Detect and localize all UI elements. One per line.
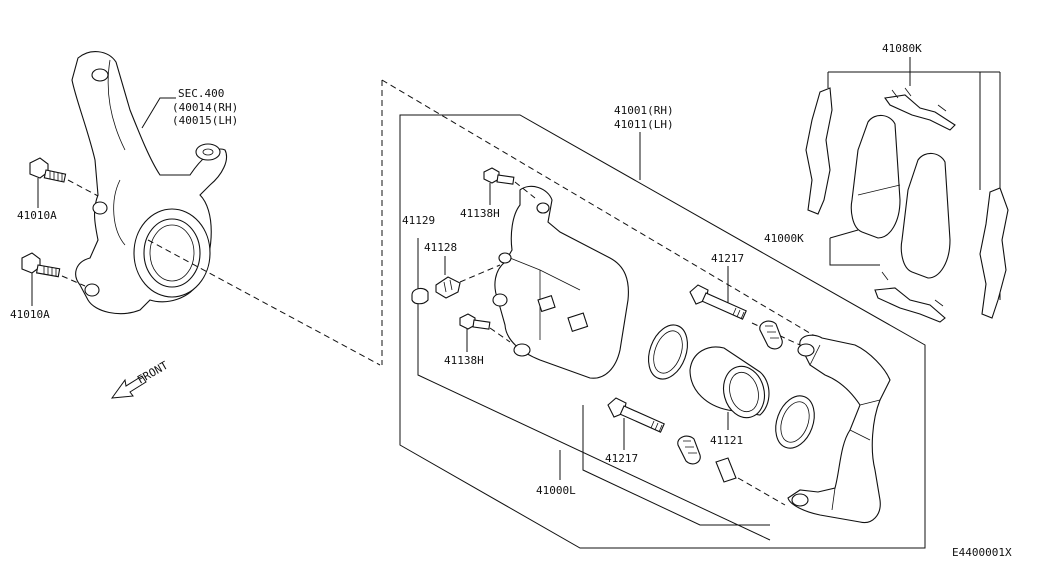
piston [689,346,770,419]
caliper-body [492,185,629,379]
bolt-lower-label: 41010A [10,308,50,321]
bolt-41010a-lower [21,252,61,278]
guide-pin-top [689,284,747,320]
sec-title-label: SEC.400 [178,87,224,100]
front-label: FRONT [135,359,171,387]
bleeder-screw [435,276,461,299]
pin-boot-bottom [677,435,701,465]
assembly-dashed-diag [381,79,831,346]
bleeder-guide [459,264,501,283]
caliper-bracket [787,334,891,524]
pad-clip-lower [874,271,946,323]
brake-pad-inner [850,114,901,239]
pin-boot-top [759,320,783,350]
diagram-code: E4400001X [952,546,1012,559]
bolt-41138h-top-guide [514,181,536,199]
knuckle-to-assembly-guide [147,239,381,366]
bolt-41138h-bottom-guide [489,327,511,343]
front-arrow-icon [110,375,147,399]
pad-clip-upper [884,87,956,131]
bolt-upper-label: 41010A [17,209,57,222]
pad-kit-label: 41080K [882,42,922,55]
pin-top-label: 41217 [711,252,744,265]
sleeve-guide [737,477,786,506]
caliper-lh-label: 41011(LH) [614,118,674,131]
pads-leader-pad [829,229,859,239]
bolt-41010a-upper [29,157,67,183]
piston-seal-left [648,324,688,380]
bolt-41138h-top [483,167,515,185]
sec-lh-label: (40015(LH) [172,114,238,127]
assembly-label: 41000L [536,484,576,497]
caliper-group-outline [417,238,771,541]
sec-rh-label: (40014(RH) [172,101,238,114]
piston-group-outline [582,405,770,526]
pin-bottom-label: 41217 [605,452,638,465]
brake-pad-outer [900,152,951,279]
pin-sleeve [715,457,737,483]
bleeder-cap [411,287,429,305]
guide-pin-bottom [607,397,665,433]
bolt-41138h-bottom-label: 41138H [444,354,484,367]
pads-label-leader [829,238,880,266]
steering-knuckle [71,51,228,315]
pin-top-guide [751,322,801,346]
piston-boot-right [775,395,815,449]
bolt-upper-guide [67,179,99,197]
pads-label: 41000K [764,232,804,245]
bleeder-label: 41128 [424,241,457,254]
bolt-lower-guide [61,275,86,287]
bolt-41138h-bottom [459,313,491,330]
shim-right [979,187,1009,319]
pad-kit-leaders [827,57,1001,300]
piston-label: 41121 [710,434,743,447]
bleeder-cap-label: 41129 [402,214,435,227]
caliper-rh-label: 41001(RH) [614,104,674,117]
bolt-41138h-top-label: 41138H [460,207,500,220]
sec-leader [141,97,176,129]
shim-left [805,87,833,215]
assembly-outline [399,114,926,549]
